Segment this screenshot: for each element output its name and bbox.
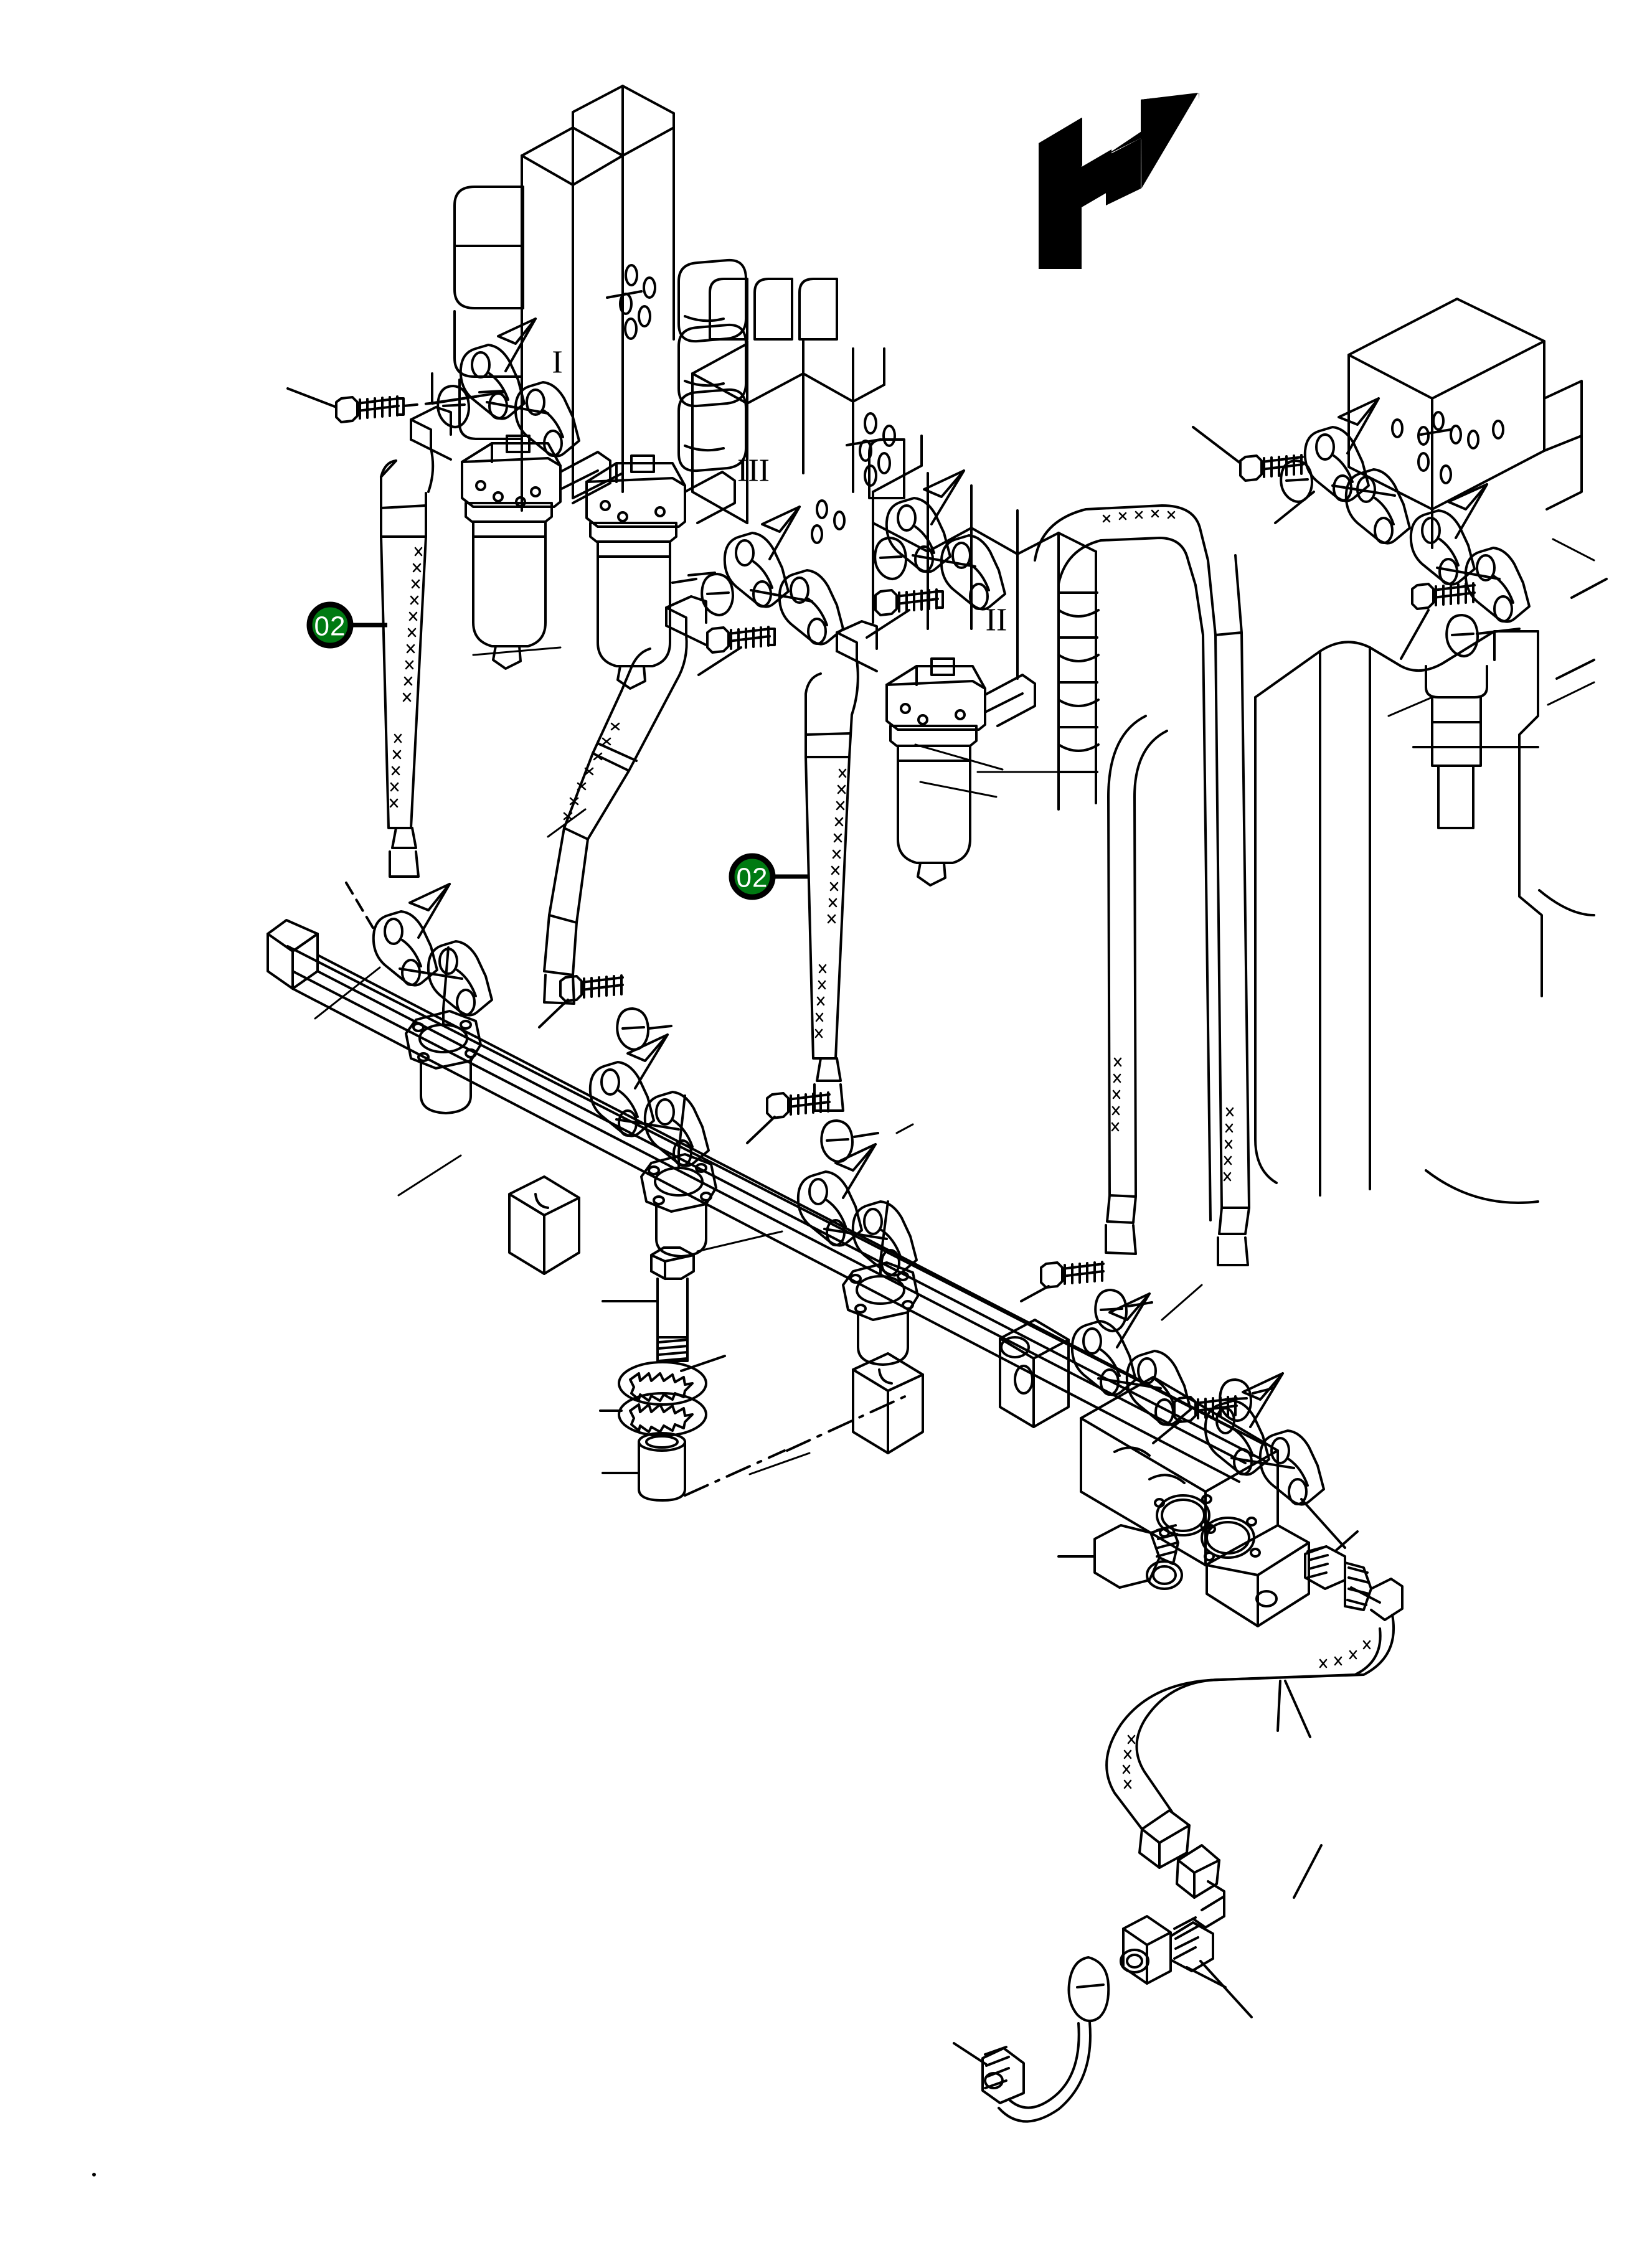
o-ring-seal	[820, 1119, 854, 1163]
socket-head-cap-screw	[1040, 1261, 1064, 1289]
o-ring-seal	[701, 573, 734, 616]
callout-bubble[interactable]	[729, 853, 776, 900]
arrow-up-right-icon	[1105, 93, 1199, 156]
socket-head-cap-screw	[559, 975, 583, 1002]
split-flange-clamp-group-tank-upper	[1192, 397, 1411, 545]
callout-bubble[interactable]	[306, 601, 354, 649]
hydraulic-filter-canister	[461, 435, 611, 670]
section-label-III: III	[737, 453, 770, 489]
arrow-glyph-head	[1141, 93, 1198, 189]
hydraulic-filter-canister	[885, 657, 1036, 887]
rail-mounting-bracket	[508, 1175, 580, 1275]
socket-head-cap-screw	[1411, 583, 1435, 610]
stray-ink-dot	[92, 2173, 96, 2176]
socket-head-cap-screw	[1239, 454, 1263, 482]
valve-manifold-block-upper-left	[453, 85, 747, 512]
socket-head-cap-screw	[335, 396, 359, 423]
section-label-I: I	[552, 345, 562, 380]
hydraulic-hose-braided	[543, 595, 707, 1005]
callout-number: 02	[737, 863, 768, 893]
o-ring-seal	[616, 1007, 649, 1051]
callout-number: 02	[314, 611, 346, 642]
letter-f-crossbar	[1039, 118, 1082, 191]
socket-head-cap-screw	[1173, 1396, 1197, 1423]
hydraulic-hose-braided	[1105, 715, 1168, 1255]
bolt-washer-spacer-stack	[599, 1246, 910, 1502]
o-ring-seal	[1094, 1289, 1128, 1332]
socket-head-cap-screw	[874, 589, 898, 616]
hydraulic-filter-canister	[585, 454, 736, 690]
split-flange-clamp-group-tank-lower	[1400, 483, 1531, 829]
arrow-glyph-body	[1106, 93, 1197, 205]
star-lock-washer	[618, 1361, 707, 1406]
drain-hose-assembly	[953, 1524, 1404, 2123]
o-ring-seal	[1445, 614, 1479, 657]
split-flange-clamp-group-rail-2	[538, 974, 710, 1167]
split-flange-clamp-group-1	[286, 318, 580, 458]
o-ring-seal	[1067, 1956, 1110, 2022]
callout-group-1[interactable]: 02	[306, 601, 387, 649]
socket-head-cap-screw	[766, 1092, 790, 1119]
hydraulic-hose-braided	[380, 406, 452, 878]
socket-head-cap-screw	[706, 626, 730, 654]
hydraulic-reservoir-tank	[1254, 298, 1608, 1204]
split-flange-clamp-group-rail-5	[1152, 1372, 1346, 1549]
orientation-marker-group	[1039, 93, 1199, 269]
split-flange-clamp-group-rail-1	[345, 882, 493, 1017]
leader-lines	[314, 538, 1595, 1475]
o-ring-seal	[874, 537, 907, 580]
section-label-II: II	[986, 603, 1007, 638]
split-flange-clamp-group-rail-3	[746, 1091, 918, 1277]
hex-plug	[1093, 1524, 1161, 1589]
spacer-bushing	[638, 1432, 686, 1502]
split-flange-clamp-group-3	[671, 506, 844, 676]
section-label-group: I III II	[552, 345, 1007, 638]
o-ring-seal	[1219, 1378, 1252, 1422]
quick-coupler-fitting	[1120, 1915, 1227, 1988]
rail-mounting-bracket	[852, 1352, 924, 1454]
callout-group-2[interactable]: 02	[729, 853, 809, 900]
o-ring-seal	[1280, 459, 1313, 503]
split-flange-clamp-group-2	[866, 469, 1006, 639]
end-valve-block	[999, 1319, 1310, 1627]
dust-cap-with-chain	[953, 2042, 1025, 2104]
hydraulic-hose-braided	[1034, 504, 1250, 1266]
